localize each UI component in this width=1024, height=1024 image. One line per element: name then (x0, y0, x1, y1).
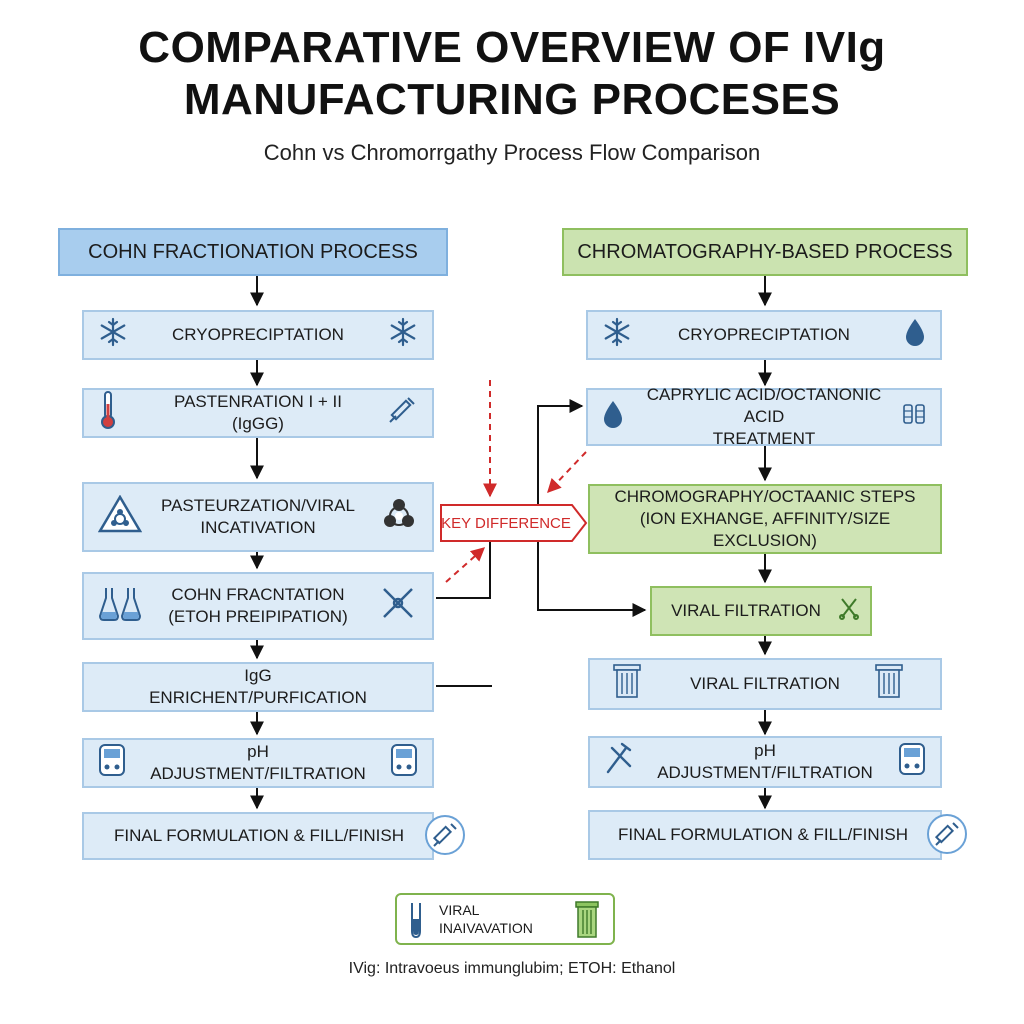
step-label: PASTENRATION I + II (IgGG) (174, 392, 342, 433)
step-label: FINAL FORMULATION & FILL/FINISH (618, 825, 908, 844)
syringe-icon (424, 814, 466, 861)
step-label: FINAL FORMULATION & FILL/FINISH (114, 826, 404, 845)
chrom-step-ph-adjustment: pH ADJUSTMENT/FILTRATION (588, 736, 942, 788)
meter-icon (98, 743, 126, 783)
thermometer-icon (98, 390, 118, 436)
legend: VIRAL INAIVAVATION (395, 893, 615, 945)
tools-icon (378, 583, 418, 629)
cohn-process-heading: COHN FRACTIONATION PROCESS (58, 228, 448, 276)
biohazard-triangle-icon (97, 494, 143, 539)
cohn-heading-label: COHN FRACTIONATION PROCESS (88, 241, 418, 263)
droplet-icon (904, 317, 926, 353)
filter-cartridge-icon (612, 663, 642, 705)
cohn-step-ph-adjustment: pH ADJUSTMENT/FILTRATION (82, 738, 434, 788)
cohn-step-viral-inactivation: PASTEURZATION/VIRAL INCATIVATION (82, 482, 434, 552)
chrom-step-caprylic-acid: CAPRYLIC ACID/OCTANONIC ACID TREATMENT (586, 385, 942, 448)
filter-tool-icon (838, 595, 860, 627)
biohazard-icon (380, 495, 418, 539)
chromatography-heading-label: CHROMATOGRAPHY-BASED PROCESS (577, 241, 953, 263)
step-label: CHROMOGRAPHY/OCTAANIC STEPS (ION EXHANGE… (614, 487, 916, 550)
title-line-1: COMPARATIVE OVERVIEW OF IVIg (138, 23, 886, 72)
cohn-step-cryoprecipitation: CRYOPRECIPTATION (82, 310, 434, 360)
title-line-2: MANUFACTURING PROCESES (183, 75, 841, 124)
chrom-step-viral-filtration-highlight: VIRAL FILTRATION (650, 586, 872, 636)
step-label: IgG ENRICHENT/PURFICATION (149, 666, 367, 707)
cohn-step-fractionation: COHN FRACNTATION (ETOH PREIPIPATION) (82, 572, 434, 640)
cohn-step-final-formulation: FINAL FORMULATION & FILL/FINISH (82, 812, 434, 860)
subtitle: Cohn vs Chromorrgathy Process Flow Compa… (263, 140, 761, 165)
key-difference-callout: KEY DIFFERENCE (440, 504, 588, 542)
chrom-step-cryoprecipitation: CRYOPRECIPTATION (586, 310, 942, 360)
step-label: VIRAL FILTRATION (690, 674, 840, 693)
step-label: pH ADJUSTMENT/FILTRATION (150, 742, 366, 783)
pipette-icon (386, 394, 418, 432)
step-label: CRYOPRECIPTATION (678, 325, 850, 344)
step-label: CAPRYLIC ACID/OCTANONIC ACID TREATMENT (646, 385, 882, 448)
meter-icon (898, 742, 926, 782)
cohn-step-pasteurization: PASTENRATION I + II (IgGG) (82, 388, 434, 438)
snowflake-icon (388, 317, 418, 353)
legend-label: VIRAL INAIVAVATION (439, 902, 533, 936)
columns-icon (902, 402, 926, 432)
key-difference-label: KEY DIFFERENCE (441, 514, 571, 532)
step-label: PASTEURZATION/VIRAL INCATIVATION (161, 496, 355, 537)
droplet-icon (602, 399, 624, 435)
chrom-step-chromatography: CHROMOGRAPHY/OCTAANIC STEPS (ION EXHANGE… (588, 484, 942, 554)
chrom-step-final-formulation: FINAL FORMULATION & FILL/FINISH (588, 810, 942, 860)
chrom-step-viral-filtration: VIRAL FILTRATION (588, 658, 942, 710)
filter-cartridge-icon (874, 663, 904, 705)
cohn-step-igg-enrichment: IgG ENRICHENT/PURFICATION (82, 662, 434, 712)
step-label: pH ADJUSTMENT/FILTRATION (657, 741, 873, 782)
green-filter-icon (575, 901, 599, 944)
step-label: COHN FRACNTATION (ETOH PREIPIPATION) (168, 585, 348, 626)
meter-icon (390, 743, 418, 783)
flasks-icon (98, 584, 146, 628)
test-tube-icon (409, 901, 423, 944)
syringe-icon (926, 813, 968, 860)
page-title: COMPARATIVE OVERVIEW OF IVIg MANUFACTURI… (0, 22, 1024, 126)
tool-icon (604, 742, 634, 782)
step-label: VIRAL FILTRATION (671, 601, 821, 620)
snowflake-icon (602, 317, 632, 353)
step-label: CRYOPRECIPTATION (172, 325, 344, 344)
snowflake-icon (98, 317, 128, 353)
footnote: IVig: Intravoeus immunglubim; ETOH: Etha… (348, 960, 676, 977)
chromatography-process-heading: CHROMATOGRAPHY-BASED PROCESS (562, 228, 968, 276)
